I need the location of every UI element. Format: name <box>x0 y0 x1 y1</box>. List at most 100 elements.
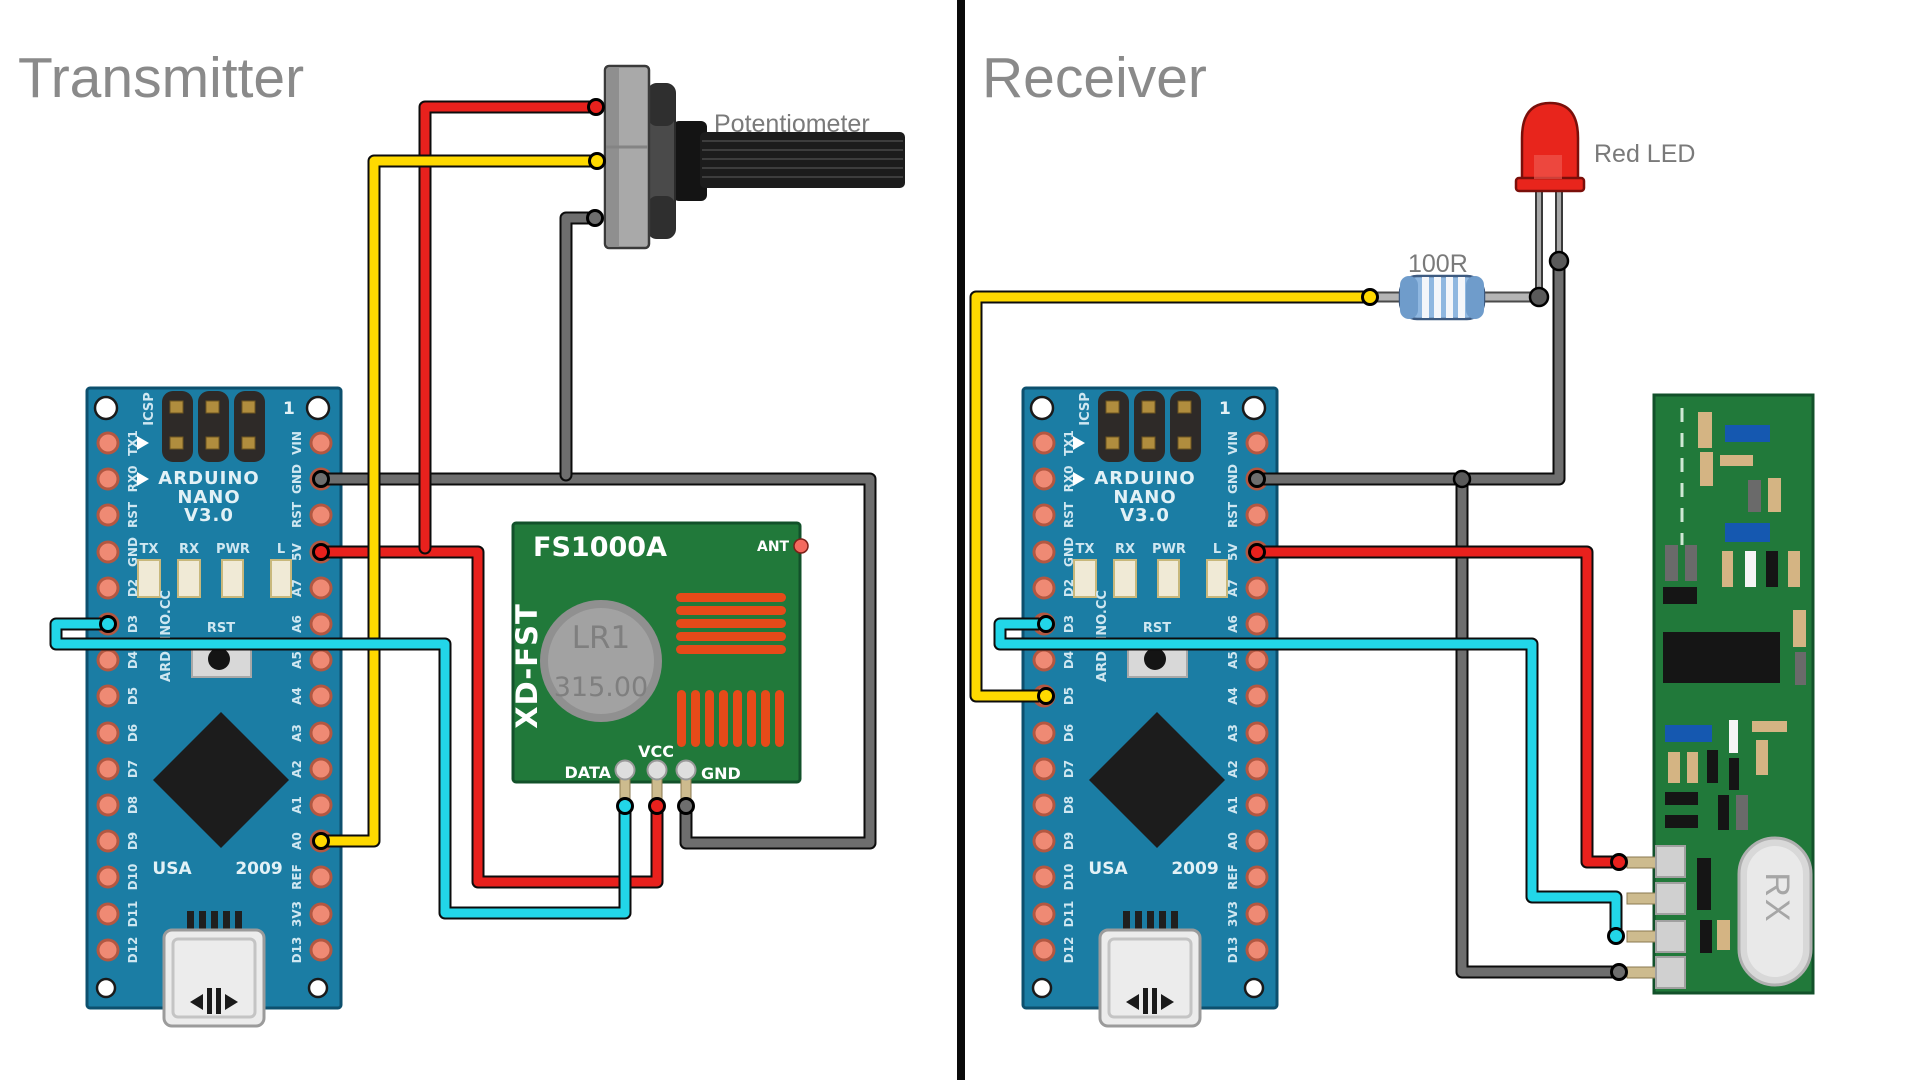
svg-text:D8: D8 <box>1062 796 1076 814</box>
wire-endpoints <box>99 98 695 850</box>
svg-text:A0: A0 <box>290 832 304 850</box>
coil-traces <box>676 593 786 747</box>
year-label: 2009 <box>235 859 282 879</box>
pin-labels-right: VIN GND RST 5V A7 A6 A5 A4 A3 A2 A1 A0 R… <box>1226 431 1240 963</box>
rx-pins <box>1626 845 1686 989</box>
svg-text:RST: RST <box>126 501 140 528</box>
svg-text:A5: A5 <box>290 651 304 669</box>
fs1000a-model: XD-FST <box>510 603 544 728</box>
usb-connector <box>1098 911 1202 1028</box>
svg-text:ARDUINO.CC: ARDUINO.CC <box>1095 590 1110 682</box>
svg-text:PWR: PWR <box>1152 542 1186 557</box>
transmitter-section: Transmitter Potentiometer <box>18 46 905 1028</box>
transmitter-wires <box>49 98 877 920</box>
ant-pad <box>793 538 809 554</box>
svg-text:GND: GND <box>126 537 140 567</box>
svg-text:D11: D11 <box>1062 901 1076 928</box>
svg-text:A7: A7 <box>290 579 304 597</box>
transmitter-title: Transmitter <box>18 46 304 110</box>
svg-text:GND: GND <box>1062 537 1076 567</box>
svg-text:USA: USA <box>1088 859 1128 879</box>
svg-text:GND: GND <box>1226 464 1240 494</box>
status-leds: TX RX PWR L <box>1073 542 1228 598</box>
arduino-nano-receiver: ICSP 1 TX1 RX0 RST GND D2 D3 D4 D5 D6 D7 <box>1021 386 1279 1028</box>
svg-text:GND: GND <box>290 464 304 494</box>
svg-text:5V: 5V <box>290 542 304 560</box>
svg-text:L: L <box>277 542 285 557</box>
svg-text:D13: D13 <box>1226 937 1240 964</box>
svg-text:5V: 5V <box>1226 542 1240 560</box>
svg-text:REF: REF <box>1226 864 1240 890</box>
svg-text:RX0: RX0 <box>1062 466 1076 493</box>
svg-text:A5: A5 <box>1226 651 1240 669</box>
svg-text:D4: D4 <box>126 651 140 669</box>
svg-text:A1: A1 <box>290 796 304 814</box>
receiver-title: Receiver <box>982 46 1207 110</box>
led-signal-wire <box>971 292 1375 701</box>
pin-labels-left: TX1 RX0 RST GND D2 D3 D4 D5 D6 D7 D8 D9 … <box>1062 430 1076 963</box>
rx-arrow-icon <box>137 472 149 486</box>
svg-text:3V3: 3V3 <box>1226 901 1240 927</box>
icsp-label: ICSP <box>1078 392 1093 426</box>
svg-text:RST: RST <box>290 501 304 528</box>
gnd-pin-label: GND <box>701 764 741 783</box>
svg-text:D6: D6 <box>1062 724 1076 742</box>
board-name: ARDUINO <box>158 468 259 489</box>
svg-text:2009: 2009 <box>1171 859 1218 879</box>
pot-vcc-wire <box>420 102 601 553</box>
svg-text:D4: D4 <box>1062 651 1076 669</box>
status-leds: TX RX PWR L <box>137 542 292 598</box>
arduino-nano-transmitter: ICSP 1 TX1 RX0 RST GND D2 D3 D4 D5 D6 <box>85 386 343 1028</box>
pin-header-left <box>96 431 120 962</box>
receiver-section: Receiver Red LED 100R <box>969 46 1815 1028</box>
svg-text:NANO: NANO <box>1113 487 1176 508</box>
icsp-header <box>1098 391 1201 462</box>
svg-text:D5: D5 <box>1062 687 1076 705</box>
svg-text:RST: RST <box>1226 501 1240 528</box>
mounting-hole <box>305 395 331 421</box>
receiver-wires <box>969 250 1628 981</box>
wire-endpoints <box>1037 288 1628 981</box>
led-label: Red LED <box>1594 140 1695 168</box>
icsp-label: ICSP <box>142 392 157 426</box>
svg-text:RX0: RX0 <box>126 466 140 493</box>
svg-text:D3: D3 <box>1062 615 1076 633</box>
svg-text:D6: D6 <box>126 724 140 742</box>
svg-text:A7: A7 <box>1226 579 1240 597</box>
svg-text:RX: RX <box>1115 542 1135 557</box>
mounting-hole <box>95 977 117 999</box>
pin-header-right <box>309 431 333 962</box>
pin-header-right <box>1245 431 1269 962</box>
ant-label: ANT <box>757 539 790 555</box>
tx-arrow-icon <box>137 436 149 450</box>
svg-text:RST: RST <box>1062 501 1076 528</box>
svg-text:TX: TX <box>140 542 159 557</box>
svg-text:TX: TX <box>1076 542 1095 557</box>
svg-text:L: L <box>1213 542 1221 557</box>
mcu-chip <box>153 712 289 848</box>
resonator-frequency: 315.00 <box>554 672 648 703</box>
svg-text:D5: D5 <box>126 687 140 705</box>
svg-text:D13: D13 <box>290 937 304 964</box>
svg-text:A6: A6 <box>1226 615 1240 633</box>
svg-text:A1: A1 <box>1226 796 1240 814</box>
svg-text:D12: D12 <box>126 937 140 964</box>
svg-text:D9: D9 <box>1062 832 1076 850</box>
gnd-led-wire <box>1252 256 1564 484</box>
reset-label: RST <box>207 621 235 636</box>
svg-text:D7: D7 <box>1062 760 1076 778</box>
junction-dots <box>1452 250 1570 489</box>
svg-text:V3.0: V3.0 <box>184 505 234 526</box>
svg-text:REF: REF <box>290 864 304 890</box>
origin-label: USA <box>152 859 192 879</box>
svg-text:D12: D12 <box>1062 937 1076 964</box>
site-label: ARDUINO.CC <box>159 590 174 682</box>
red-led: Red LED <box>1514 101 1695 300</box>
fs1000a-module: FS1000A XD-FST LR1 315.00 ANT <box>510 521 809 803</box>
svg-text:D3: D3 <box>126 615 140 633</box>
rx-crystal-label: RX <box>1758 872 1796 923</box>
pin-labels-right: VIN GND RST 5V A7 A6 A5 A4 A3 A2 A1 A0 R… <box>290 431 304 963</box>
svg-text:D8: D8 <box>126 796 140 814</box>
svg-text:ARDUINO: ARDUINO <box>1094 468 1195 489</box>
